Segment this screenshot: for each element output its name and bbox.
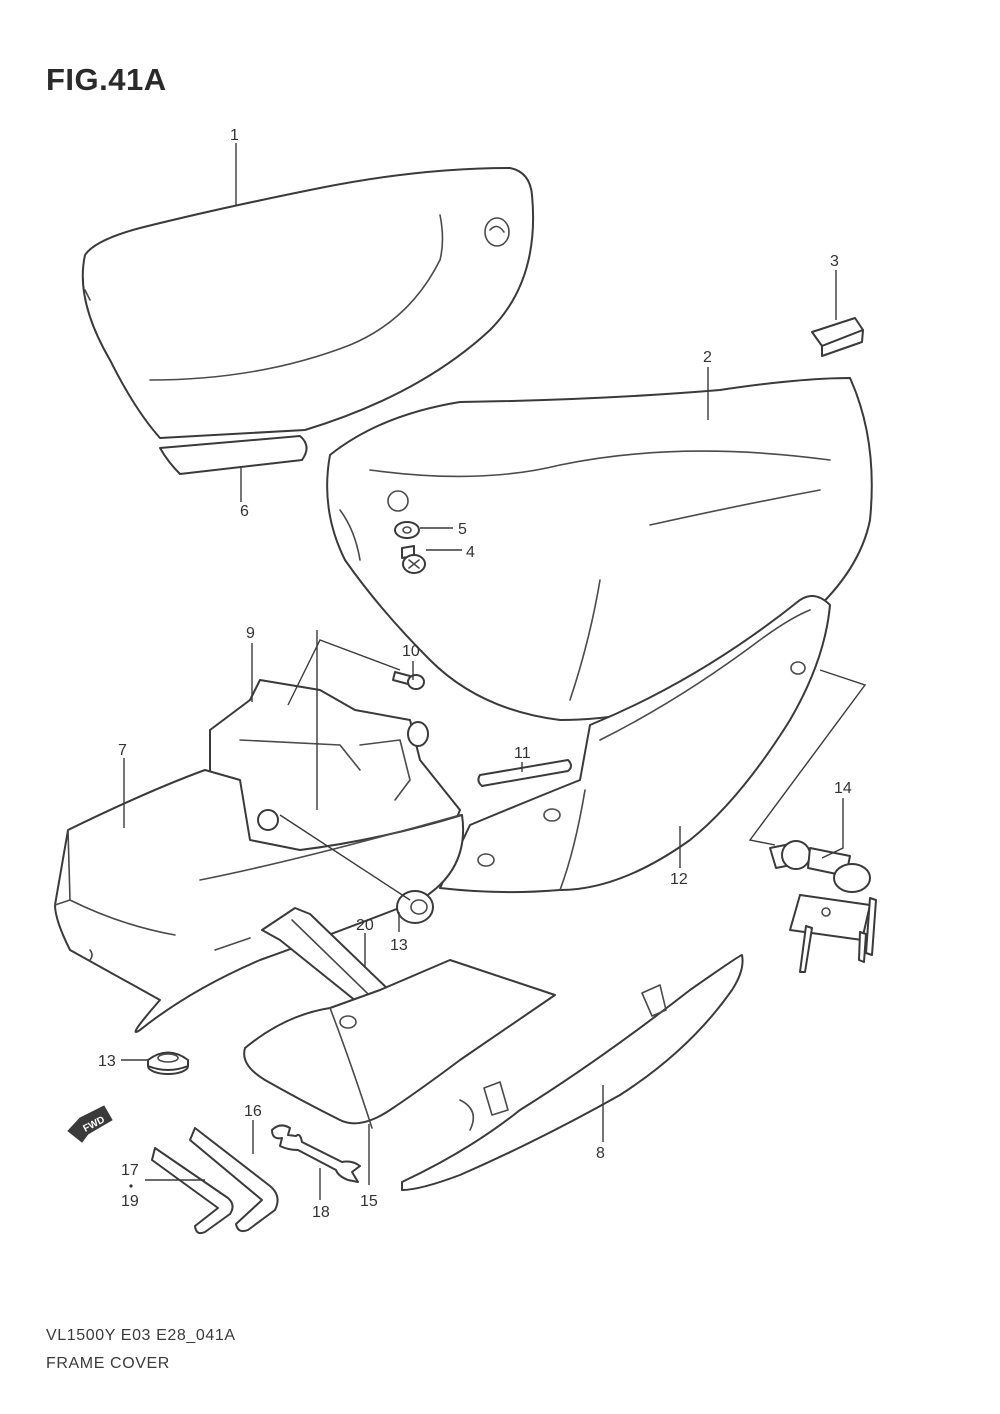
callout-10: 10	[402, 643, 420, 660]
callout-4: 4	[466, 544, 475, 561]
figure-name: FRAME COVER	[46, 1355, 170, 1372]
part-12-side-cover[interactable]	[439, 595, 831, 894]
callout-5: 5	[458, 521, 467, 538]
part-7-tool-box[interactable]	[54, 769, 464, 1033]
callout-20: 20	[356, 917, 374, 934]
callout-14: 14	[834, 780, 852, 797]
callout-13-lower: 13	[98, 1053, 116, 1070]
callout-18: 18	[312, 1204, 330, 1221]
callout-12: 12	[670, 871, 688, 888]
callout-7: 7	[118, 742, 127, 759]
part-13-grommet-lower[interactable]	[147, 1051, 189, 1075]
part-14-lock-set[interactable]	[769, 840, 877, 973]
callout-11: 11	[514, 745, 531, 762]
part-13-grommet-upper[interactable]	[396, 890, 434, 924]
callout-6: 6	[240, 503, 249, 520]
callout-15: 15	[360, 1193, 378, 1210]
callout-8: 8	[596, 1145, 605, 1162]
part-16-hex-wrench[interactable]	[189, 1127, 279, 1233]
callout-19: 19	[121, 1193, 139, 1210]
callout-13-upper: 13	[390, 937, 408, 954]
leader-lines	[121, 143, 867, 1200]
callout-3: 3	[830, 253, 839, 270]
part-4-screw[interactable]	[401, 545, 426, 574]
part-1-frame-cover-left[interactable]	[81, 167, 535, 439]
part-15-tool-bag[interactable]	[243, 959, 556, 1129]
part-18-spanner[interactable]	[271, 1124, 361, 1183]
callout-2: 2	[703, 349, 712, 366]
model-code: VL1500Y E03 E28_041A	[46, 1327, 236, 1344]
figure-title: FIG.41A	[46, 62, 167, 97]
callout-labels: 1 3 2 6 5 4 9 10 7 11 14 12 20 13 13 16 …	[98, 127, 852, 1221]
part-10-bolt[interactable]	[392, 671, 425, 690]
part-5-grommet[interactable]	[394, 521, 420, 539]
part-17-19-hex-wrench[interactable]	[151, 1147, 234, 1235]
callout-1: 1	[230, 127, 239, 144]
part-8-lower-cover[interactable]	[401, 954, 744, 1191]
part-3-cushion-block[interactable]	[811, 317, 864, 357]
callout-17: 17	[121, 1162, 139, 1179]
part-11-rod[interactable]	[477, 759, 572, 787]
mounting-pin	[257, 721, 429, 831]
callout-range-dot	[129, 1184, 133, 1188]
callout-16: 16	[244, 1103, 262, 1120]
part-6-cushion-strip[interactable]	[159, 435, 308, 475]
callout-9: 9	[246, 625, 255, 642]
fwd-arrow-icon: FWD	[67, 1105, 113, 1143]
